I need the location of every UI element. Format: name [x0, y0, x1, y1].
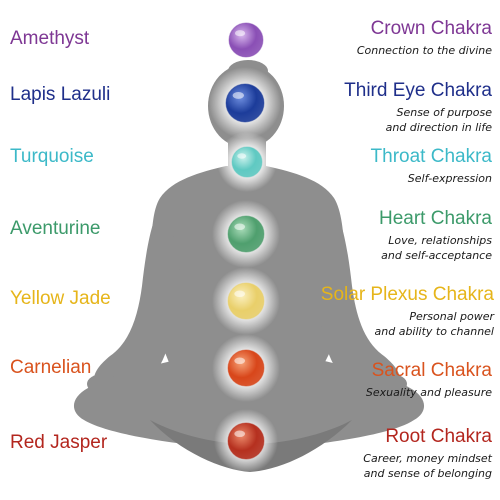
chakra-block-throat: Throat Chakra Self-expression [322, 146, 492, 186]
chakra-title-sacral: Sacral Chakra [371, 360, 492, 381]
stone-shine-heart [234, 223, 246, 231]
stone-label-turquoise: Turquoise [10, 146, 94, 167]
chakra-block-root: Root Chakra Career, money mindset and se… [322, 426, 492, 481]
stone-shine-third-eye [232, 91, 245, 99]
right-arm-shape [314, 196, 401, 398]
stone-shine-root [234, 430, 246, 438]
stone-label-lapis-lazuli: Lapis Lazuli [10, 84, 111, 105]
stone-label-yellow-jade: Yellow Jade [10, 288, 111, 309]
left-arm-shape [93, 196, 180, 398]
chakra-title-third-eye: Third Eye Chakra [344, 80, 492, 101]
stone-shine-throat [237, 153, 247, 159]
stone-sacral [227, 349, 265, 387]
stone-root [227, 422, 265, 460]
stone-label-carnelian: Carnelian [10, 357, 92, 378]
chakra-title-root: Root Chakra [385, 426, 492, 447]
stone-third-eye [225, 83, 265, 123]
stone-label-red-jasper: Red Jasper [10, 432, 108, 453]
chakra-desc-sacral: Sexuality and pleasure [365, 386, 492, 399]
chakra-desc-crown: Connection to the divine [356, 44, 492, 57]
chakra-block-solar-plexus: Solar Plexus Chakra Personal power and a… [294, 284, 494, 339]
chakra-title-solar-plexus: Solar Plexus Chakra [320, 284, 494, 305]
chakra-block-heart: Heart Chakra Love, relationships and sel… [322, 208, 492, 263]
stone-shine-crown [234, 30, 246, 37]
chakra-title-heart: Heart Chakra [379, 208, 492, 229]
chakra-desc-throat: Self-expression [407, 172, 492, 185]
chakra-block-sacral: Sacral Chakra Sexuality and pleasure [322, 360, 492, 400]
right-hand-shape [375, 374, 407, 394]
stone-label-amethyst: Amethyst [10, 28, 90, 49]
stone-solar-plexus [227, 282, 265, 320]
chakra-block-third-eye: Third Eye Chakra Sense of purpose and di… [322, 80, 492, 135]
chakra-desc-solar-plexus: Personal power and ability to channel [374, 310, 494, 338]
chakra-desc-heart: Love, relationships and self-acceptance [381, 234, 492, 262]
stone-shine-solar-plexus [234, 290, 246, 298]
stone-label-aventurine: Aventurine [10, 218, 101, 239]
chakra-stones [209, 22, 281, 473]
stone-crown [228, 22, 264, 58]
stone-heart [227, 215, 265, 253]
chakra-title-throat: Throat Chakra [370, 146, 492, 167]
chakra-title-crown: Crown Chakra [370, 18, 492, 39]
chakra-desc-root: Career, money mindset and sense of belon… [363, 452, 492, 480]
left-hand-shape [87, 374, 119, 394]
chakra-block-crown: Crown Chakra Connection to the divine [322, 18, 492, 58]
chakra-desc-third-eye: Sense of purpose and direction in life [385, 106, 492, 134]
stone-shine-sacral [234, 357, 246, 365]
stone-throat [231, 146, 263, 178]
